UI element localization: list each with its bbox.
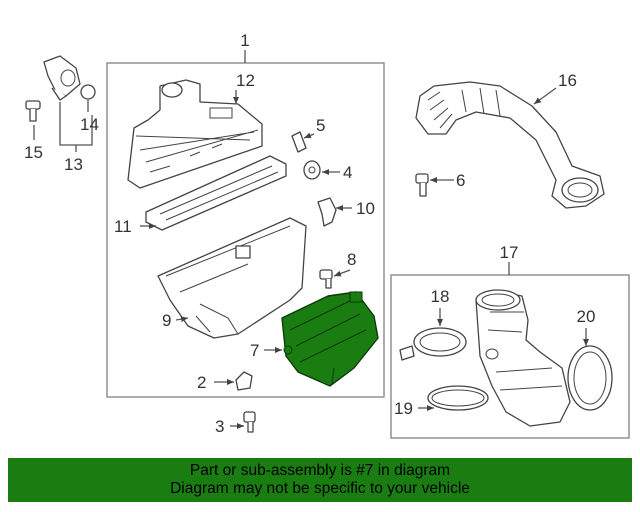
part-11-air-filter[interactable] (145, 155, 287, 231)
part-13-sensor[interactable] (43, 55, 81, 101)
part-14-o-ring[interactable] (80, 84, 96, 100)
part-9-lower-housing[interactable] (157, 217, 307, 339)
callout-10: 10 (356, 199, 375, 218)
part-17-inlet-tube[interactable] (475, 289, 571, 427)
callout-1: 1 (240, 31, 249, 50)
banner-line-1: Part or sub-assembly is #7 in diagram (189, 462, 451, 479)
callout-5: 5 (316, 116, 325, 135)
part-5-grommet[interactable] (291, 131, 307, 153)
callout-8: 8 (347, 250, 356, 269)
callout-13: 13 (64, 155, 83, 174)
callout-17: 17 (500, 243, 519, 262)
info-banner: Part or sub-assembly is #7 in diagram Di… (8, 458, 632, 502)
callout-7: 7 (250, 341, 259, 360)
part-4-isolator[interactable] (303, 160, 321, 180)
callout-16: 16 (558, 71, 577, 90)
callout-15: 15 (24, 143, 43, 162)
part-3-bolt[interactable] (243, 411, 256, 433)
callout-2: 2 (197, 373, 206, 392)
callout-18: 18 (431, 287, 450, 306)
part-15-bolt[interactable] (25, 100, 41, 122)
part-7-resonator[interactable] (281, 291, 379, 387)
parts-diagram: 1 2 3 4 5 6 7 8 9 10 11 12 13 14 15 16 1… (24, 31, 630, 439)
callout-11: 11 (114, 217, 132, 236)
part-12-upper-housing[interactable] (127, 79, 263, 189)
part-16-intake-hose[interactable] (415, 81, 605, 209)
callout-12: 12 (236, 71, 255, 90)
callout-4: 4 (343, 163, 352, 182)
part-8-bolt[interactable] (319, 269, 333, 289)
callout-9: 9 (162, 311, 171, 330)
part-19-clamp[interactable] (427, 385, 489, 411)
assembly-17-frame (390, 274, 630, 439)
part-20-ring[interactable] (567, 345, 613, 411)
part-10-bracket[interactable] (317, 197, 337, 227)
part-2-clip[interactable] (235, 371, 253, 391)
callout-6: 6 (456, 171, 465, 190)
callout-20: 20 (577, 307, 596, 326)
part-18-clamp[interactable] (399, 327, 467, 361)
callout-19: 19 (394, 399, 413, 418)
callout-14: 14 (80, 115, 99, 134)
callout-3: 3 (215, 417, 224, 436)
part-6-bolt[interactable] (415, 173, 429, 197)
banner-line-2: Diagram may not be specific to your vehi… (170, 480, 470, 497)
